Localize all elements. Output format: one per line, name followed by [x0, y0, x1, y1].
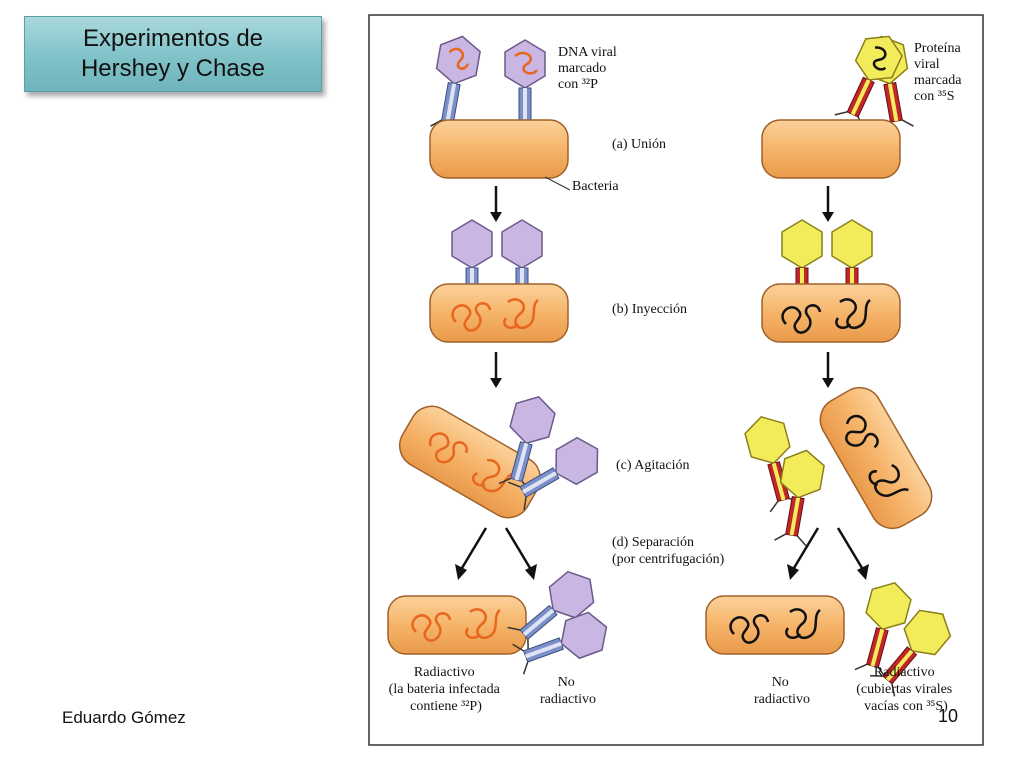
label-step-b: (b) Inyección [612, 302, 687, 317]
label-step-d: (d) Separación (por centrifugación) [612, 535, 725, 567]
bacteria-a-right [761, 119, 901, 179]
label-right-supernatant: Radiactivo (cubiertas virales vacías con… [856, 665, 956, 714]
phage-protein-labeled-2 [830, 27, 908, 131]
bacteria-d-right [705, 595, 845, 655]
label-step-a: (a) Unión [612, 137, 666, 152]
bacteria-b-right [761, 283, 901, 343]
phage-dna-labeled-2 [504, 39, 546, 135]
label-proteina-viral: Proteína viral marcada con ³⁵S [914, 41, 965, 104]
label-bacteria: Bacteria [572, 179, 619, 194]
slide-title: Experimentos de Hershey y Chase [80, 25, 266, 82]
bacteria-c-left [398, 405, 542, 519]
label-step-c: (c) Agitación [616, 458, 689, 473]
label-left-supernatant: No radiactivo [540, 675, 596, 707]
slide-title-box: Experimentos de Hershey y Chase [24, 16, 322, 92]
label-dna-viral: DNA viral marcado con ³²P [558, 45, 620, 92]
bacteria-d-left [387, 595, 527, 655]
label-right-pellet: No radiactivo [754, 675, 810, 707]
bacteria-a-left [429, 119, 569, 179]
phage-dna-labeled-1 [425, 32, 483, 134]
bacteria-b-left [429, 283, 569, 343]
arrows-d-left [455, 527, 537, 580]
bacteria-pointer [544, 176, 571, 191]
label-left-pellet: Radiactivo (la bateria infectada contien… [389, 665, 504, 714]
page-number: 10 [938, 706, 959, 726]
author-name: Eduardo Gómez [62, 708, 186, 727]
bacteria-c-right [819, 386, 933, 530]
arrows-d-right [787, 527, 869, 580]
